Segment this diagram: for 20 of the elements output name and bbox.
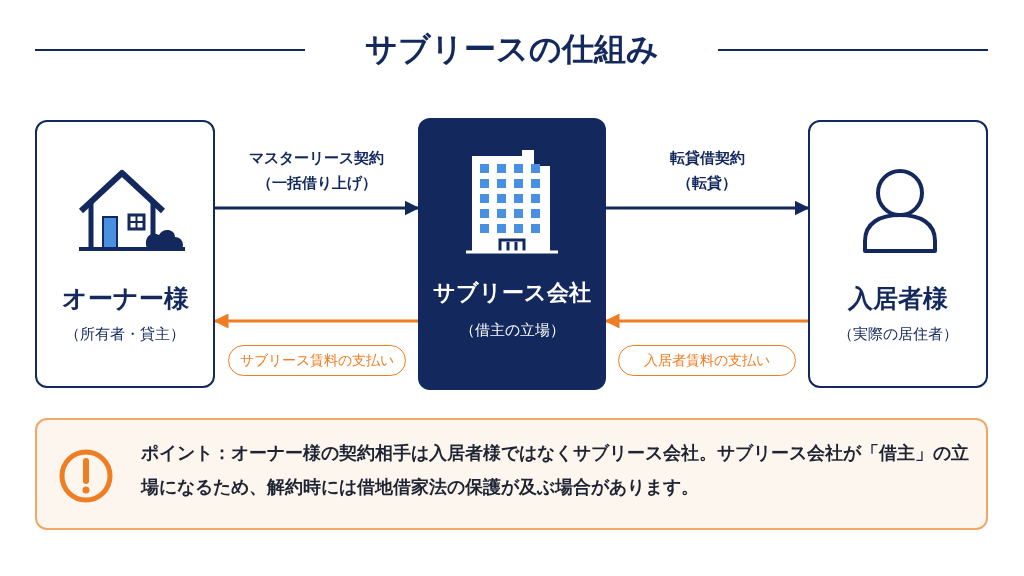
arrow (215, 200, 420, 216)
node-title: オーナー様 (60, 283, 190, 315)
node-subtitle: （所有者・貸主） (64, 325, 186, 344)
arrow (604, 313, 808, 329)
arrow (213, 313, 418, 329)
node-title: サブリース会社 (432, 279, 592, 307)
edge-label: サブリース賃料の支払い (227, 345, 406, 376)
edge-label: マスターリース契約（一括借り上げ） (248, 148, 385, 194)
company-box (418, 118, 606, 390)
note-text: ポイント：オーナー様の契約相手は入居者様ではなくサブリース会社。サブリース会社が「借主」の立場になるため、解約時には借地借家法の保護が及ぶ場合があります。 (141, 442, 970, 499)
arrow (606, 200, 810, 216)
resident-box (808, 120, 988, 388)
node-subtitle: （実際の居住者） (837, 325, 959, 344)
edge-label: 転貸借契約（転貸） (668, 148, 746, 194)
edge-label: 入居者賃料の支払い (618, 345, 796, 376)
note-box (35, 418, 988, 530)
owner-box (35, 120, 215, 388)
node-subtitle: （借主の立場） (458, 321, 566, 340)
node-title: 入居者様 (846, 283, 949, 315)
title: サブリースの仕組み (364, 29, 660, 70)
